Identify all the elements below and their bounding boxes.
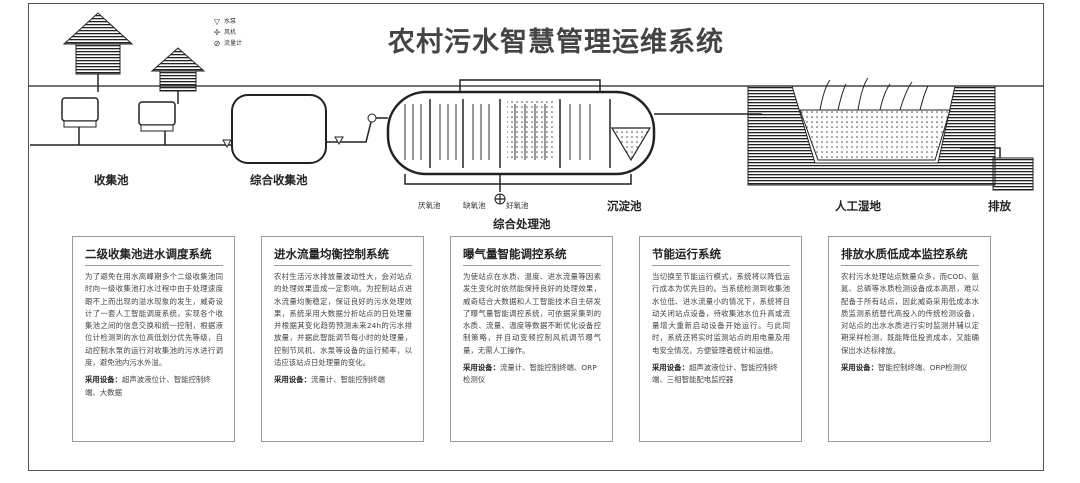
- pump-icon-2: [334, 136, 344, 146]
- card-divider: [652, 265, 790, 266]
- flowmeter-icon: ⊘: [213, 39, 221, 48]
- card-title: 进水流量均衡控制系统: [274, 247, 389, 261]
- card-title: 二级收集池进水调度系统: [85, 247, 212, 261]
- card-collection-scheduling: 二级收集池进水调度系统 为了避免在用水高峰期多个二级收集池同时向一级收集池打水过…: [72, 236, 235, 442]
- card-divider: [841, 265, 979, 266]
- flowmeter-pipe-icon: [367, 113, 377, 123]
- legend-label-pump: 水泵: [224, 18, 237, 25]
- card-equipment: 采用设备：超声波液位计、智能控制终端、大数据: [85, 374, 223, 399]
- equipment-list: 流量计、智能控制终端: [310, 375, 385, 385]
- legend: ▽ 水泵 ✢ 风机 ⊘ 流量计: [213, 16, 242, 49]
- label-sedimentation: 沉淀池: [607, 199, 642, 213]
- card-aeration-control: 曝气量智能调控系统 为使站点在水质、温度、进水流量等因素发生变化时依然能保持良好…: [450, 236, 613, 442]
- equipment-list: 超声波液位计、智能控制终端、大数据: [85, 375, 211, 397]
- house-icon-small: [150, 47, 206, 92]
- card-body: 农村污水处理站点数量众多，而COD、氨氮、总磷等水质检测设备成本高昂，难以配备于…: [841, 272, 979, 355]
- label-main-collection-pool: 综合收集池: [250, 173, 308, 187]
- constructed-wetland: [747, 77, 996, 186]
- card-title: 节能运行系统: [652, 247, 721, 261]
- main-collection-tank: [231, 94, 327, 164]
- pump-icon-1: [222, 139, 232, 149]
- label-integrated-treatment: 综合处理池: [493, 217, 551, 231]
- card-body: 为了避免在用水高峰期多个二级收集池同时向一级收集池打水过程中由于处理速度跟不上而…: [85, 272, 223, 368]
- legend-item-flowmeter: ⊘ 流量计: [213, 38, 242, 49]
- card-equipment: 采用设备：流量计、智能控制终端: [274, 374, 412, 386]
- label-anoxic: 缺氧池: [463, 201, 486, 210]
- card-body: 当切换至节能运行模式，系统将以降低运行成本为优先目的。当系统检测到收集池水位低、…: [652, 272, 790, 355]
- card-water-quality-monitoring: 排放水质低成本监控系统 农村污水处理站点数量众多，而COD、氨氮、总磷等水质检测…: [828, 236, 991, 442]
- card-energy-saving: 节能运行系统 当切换至节能运行模式，系统将以降低运行成本为优先目的。当系统检测到…: [639, 236, 802, 442]
- card-equipment: 采用设备：智能控制终端、ORP检测仪: [841, 362, 979, 374]
- card-divider: [274, 265, 412, 266]
- sedimentation-hopper: [610, 127, 652, 162]
- collection-tank-2: [138, 101, 176, 132]
- equipment-label: 采用设备：: [841, 363, 878, 373]
- card-title: 曝气量智能调控系统: [463, 247, 567, 261]
- discharge-outlet: [992, 157, 1034, 191]
- equipment-label: 采用设备：: [85, 375, 122, 385]
- card-body: 为使站点在水质、温度、进水流量等因素发生变化时依然能保持良好的处理效果，威奇结合…: [463, 272, 601, 355]
- card-body: 农村生活污水排放量波动性大，会对站点的处理效果造成一定影响。为控制站点进水流量均…: [274, 272, 412, 368]
- card-equipment: 采用设备：超声波液位计、智能控制终端、三相智能配电监控器: [652, 362, 790, 387]
- legend-label-flowmeter: 流量计: [224, 40, 243, 47]
- equipment-list: 智能控制终端、ORP检测仪: [877, 363, 968, 373]
- page-title: 农村污水智慧管理运维系统: [388, 27, 724, 58]
- equipment-label: 采用设备：: [274, 375, 311, 385]
- card-title: 排放水质低成本监控系统: [841, 247, 968, 261]
- card-divider: [85, 265, 223, 266]
- collection-tank-1: [61, 97, 99, 128]
- card-divider: [463, 265, 601, 266]
- card-equipment: 采用设备：流量计、智能控制终端、ORP检测仪: [463, 362, 601, 387]
- label-wetland: 人工湿地: [835, 199, 881, 213]
- label-anaerobic: 厌氧池: [418, 201, 441, 210]
- legend-item-pump: ▽ 水泵: [213, 16, 242, 27]
- fan-icon-blower: [494, 193, 506, 205]
- pump-triangle-icon: ▽: [213, 17, 221, 26]
- card-flow-balance: 进水流量均衡控制系统 农村生活污水排放量波动性大，会对站点的处理效果造成一定影响…: [261, 236, 424, 442]
- equipment-label: 采用设备：: [652, 363, 689, 373]
- equipment-list: 流量计、智能控制终端、ORP检测仪: [463, 363, 597, 385]
- label-collection-pool: 收集池: [94, 173, 129, 187]
- label-aerobic: 好氧池: [506, 201, 529, 210]
- equipment-label: 采用设备：: [463, 363, 500, 373]
- fan-icon: ✢: [213, 28, 221, 37]
- legend-label-fan: 风机: [224, 29, 237, 36]
- label-discharge: 排放: [988, 199, 1011, 213]
- legend-item-fan: ✢ 风机: [213, 27, 242, 38]
- house-icon-large: [62, 12, 134, 75]
- equipment-list: 超声波液位计、智能控制终端、三相智能配电监控器: [652, 363, 778, 385]
